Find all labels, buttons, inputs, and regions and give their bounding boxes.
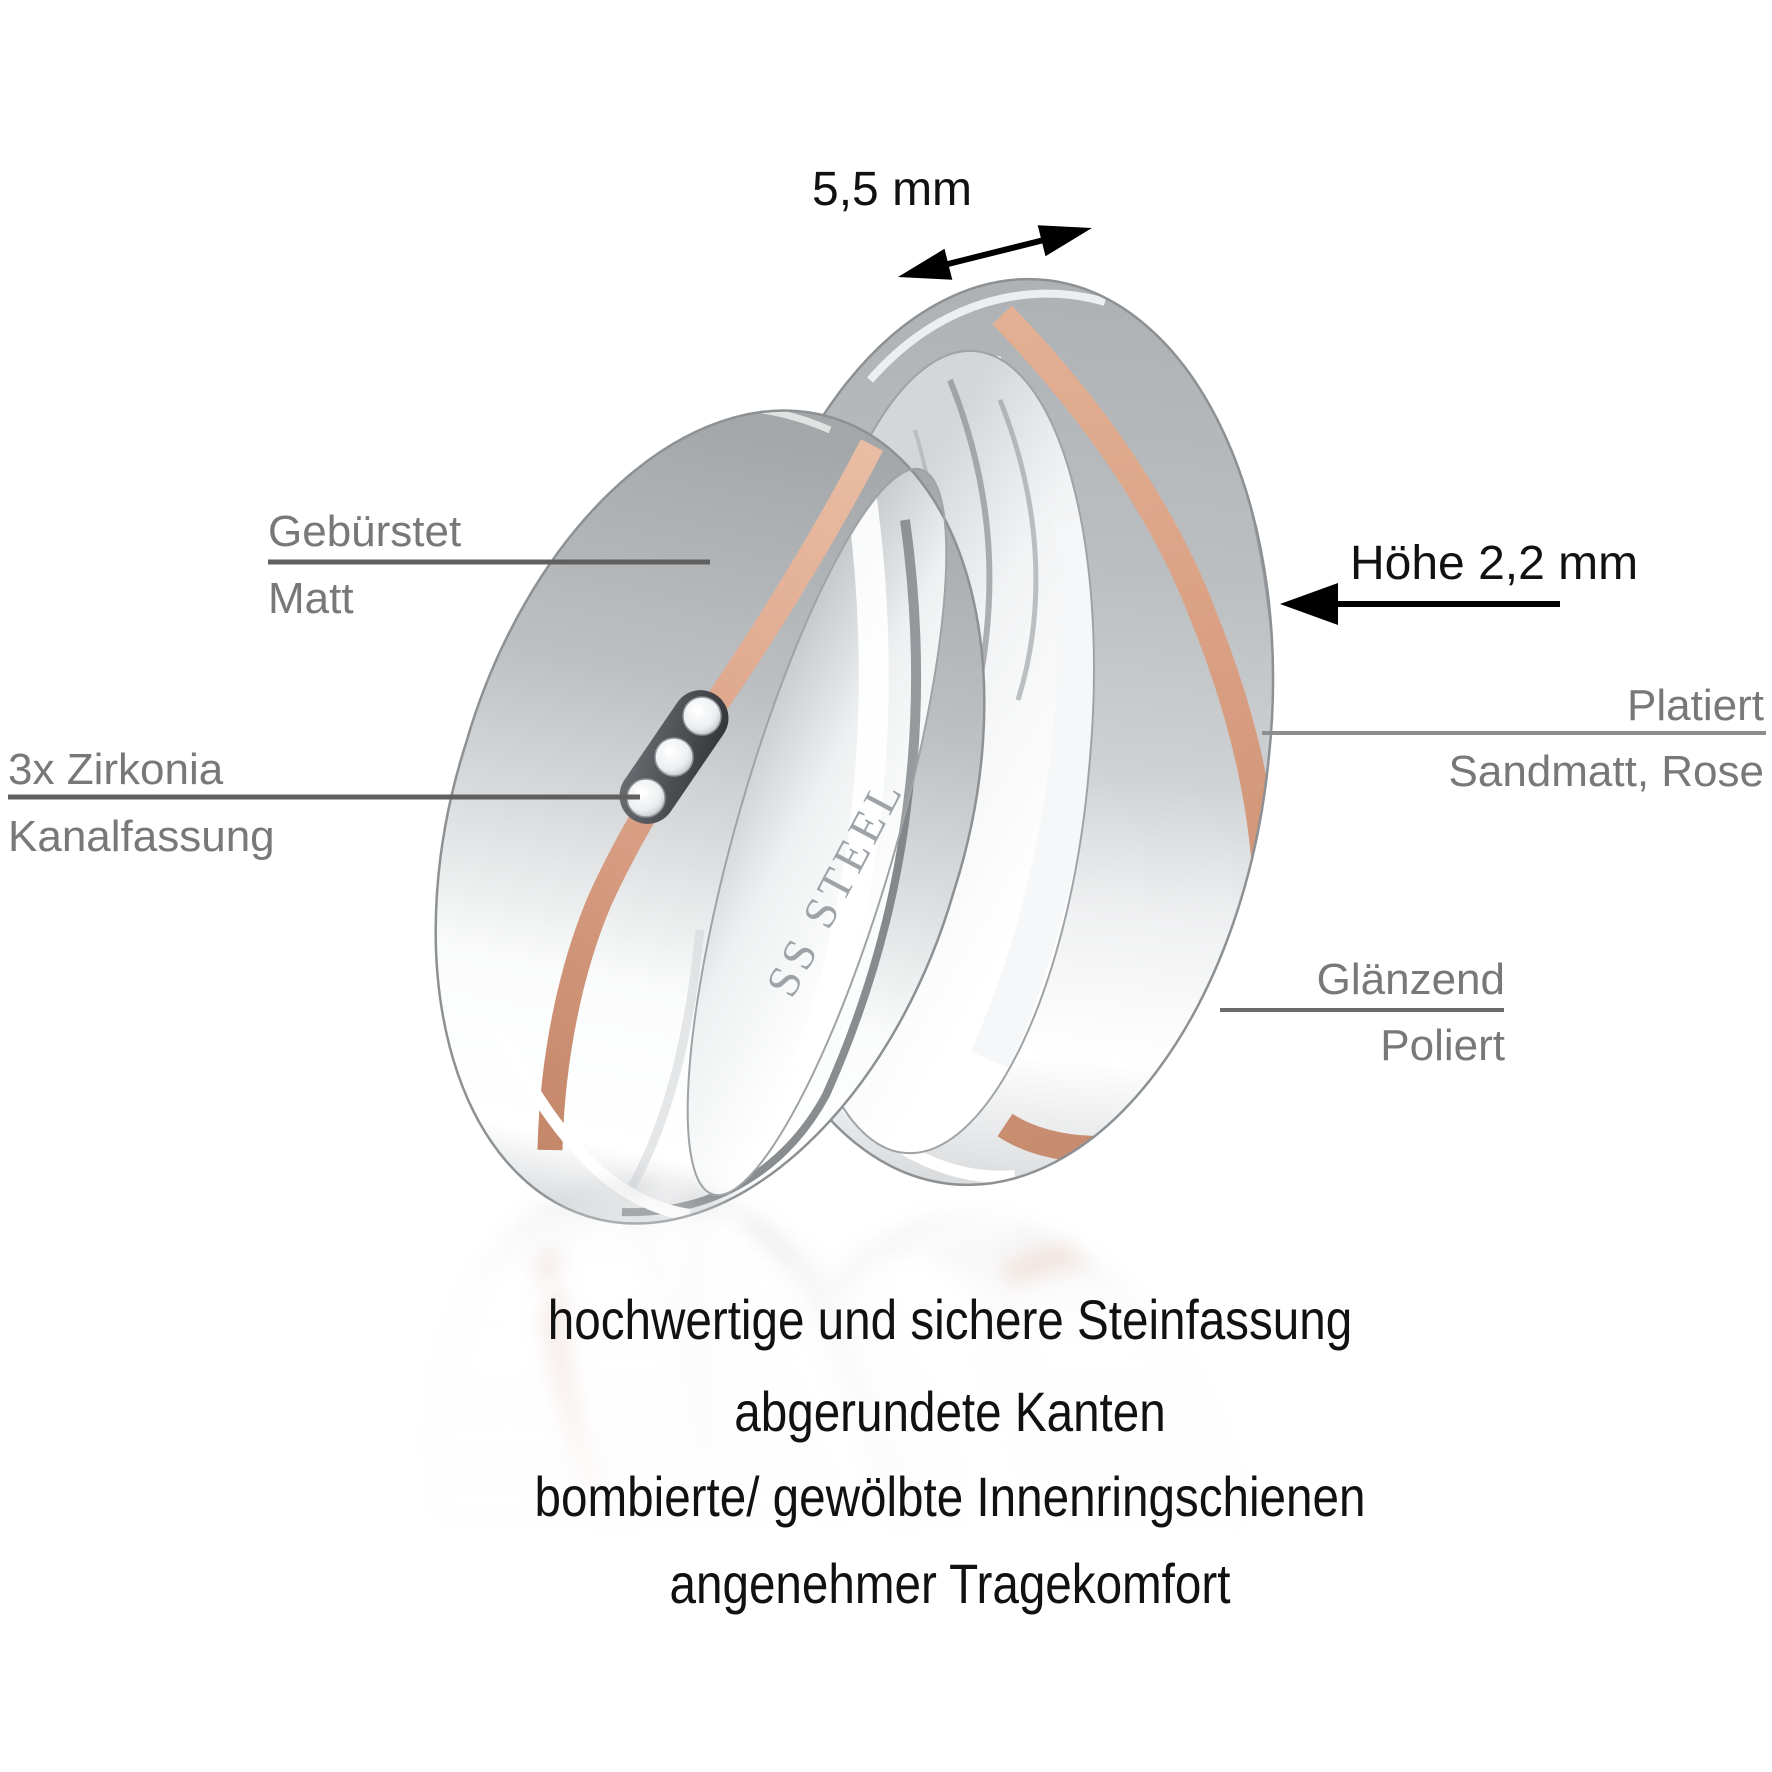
- left-ring: SS STEEL: [434, 409, 986, 1225]
- width-label: 5,5 mm: [812, 163, 973, 216]
- rings-group: SS STEEL: [434, 277, 1275, 1225]
- feature-line-1: hochwertige und sichere Steinfassung: [547, 1288, 1353, 1351]
- label-right-polish-line1: Glänzend: [1316, 955, 1505, 1004]
- zirconia-stone: [682, 696, 722, 736]
- label-left-stones-line2: Kanalfassung: [8, 812, 275, 862]
- label-right-plating: Platiert Sandmatt, Rose: [1449, 678, 1765, 800]
- zirconia-stone: [654, 737, 694, 777]
- feature-line-3: bombierte/ gewölbte Innenringschienen: [534, 1465, 1366, 1528]
- annotation-lines: [8, 225, 1766, 1012]
- label-right-polish: Glänzend Poliert: [1317, 952, 1505, 1074]
- label-left-finish: Gebürstet Matt: [268, 504, 461, 627]
- label-right-plating-line1: Platiert: [1627, 681, 1764, 730]
- label-left-finish-line2: Matt: [268, 574, 354, 624]
- height-label: Höhe 2,2 mm: [1350, 537, 1639, 590]
- left-ring-outer-edge: [434, 409, 986, 1225]
- width-arrow: [898, 225, 1092, 280]
- label-left-finish-line1: Gebürstet: [268, 507, 462, 556]
- feature-line-4: angenehmer Tragekomfort: [669, 1552, 1231, 1615]
- feature-line-2: abgerundete Kanten: [734, 1380, 1166, 1443]
- height-arrow: [1280, 583, 1560, 625]
- zirconia-channel: [619, 690, 729, 824]
- label-right-polish-line2: Poliert: [1380, 1021, 1505, 1071]
- label-left-stones-line1: 3x Zirkonia: [8, 745, 224, 794]
- label-right-plating-line2: Sandmatt, Rose: [1448, 747, 1765, 797]
- left-ring-inner-edge: [686, 467, 948, 1197]
- label-left-stones: 3x Zirkonia Kanalfassung: [8, 742, 275, 865]
